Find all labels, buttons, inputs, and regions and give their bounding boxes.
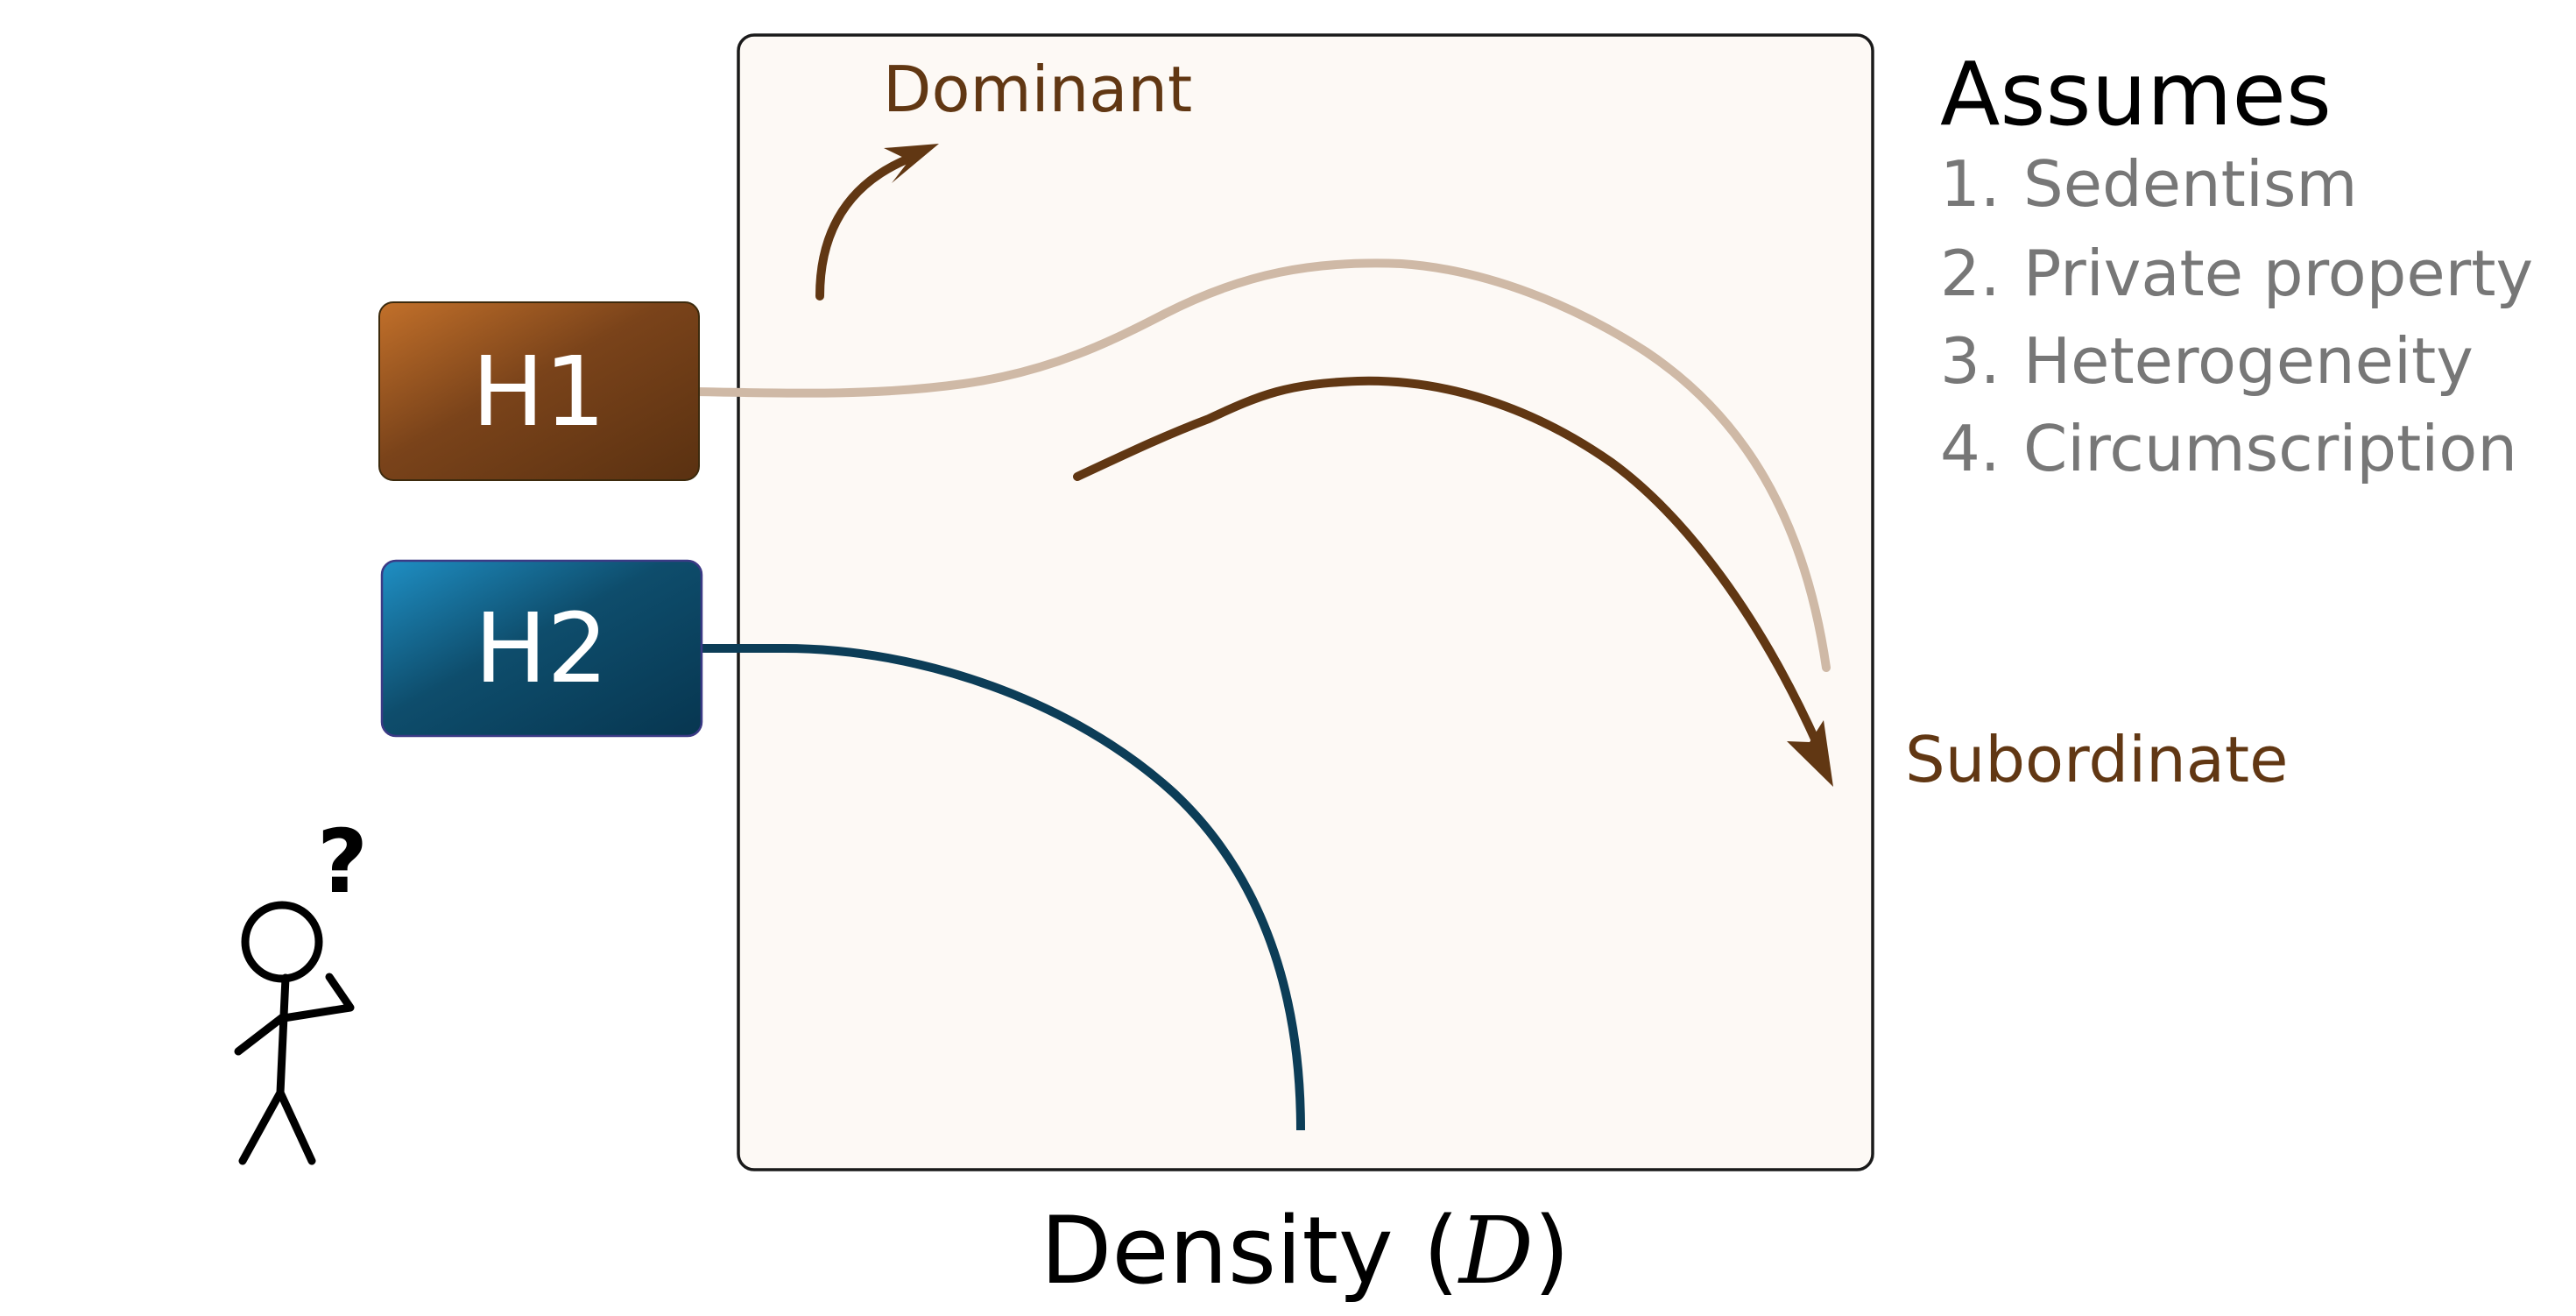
h2-box xyxy=(380,559,703,738)
assumes-title: Assumes xyxy=(1940,43,2332,145)
h1-box xyxy=(378,301,700,481)
h1-label: H1 xyxy=(472,336,606,448)
subordinate-arrow-shaft xyxy=(1073,376,1822,749)
h2-label: H2 xyxy=(475,592,609,704)
assumes-item-text: Heterogeneity xyxy=(2023,324,2474,398)
x-axis-label-close: ) xyxy=(1534,1197,1570,1305)
assumes-item-number: 1. xyxy=(1940,147,2001,221)
dominant-arrowhead xyxy=(884,144,939,183)
stick-figure-body xyxy=(234,973,355,1165)
h2-curve xyxy=(698,644,1305,1131)
dominant-arrow-shaft xyxy=(815,153,915,301)
assumes-item-text: Circumscription xyxy=(2023,412,2517,485)
x-axis-label-text: Density ( xyxy=(1041,1197,1459,1305)
x-axis-variable: D xyxy=(1457,1197,1534,1305)
subordinate-label: Subordinate xyxy=(1905,723,2288,796)
assumes-item-number: 4. xyxy=(1940,412,2001,485)
subordinate-arrowhead xyxy=(1787,720,1833,787)
stick-figure-head xyxy=(241,901,323,983)
assumes-item-number: 2. xyxy=(1940,237,2001,310)
assumes-item-text: Sedentism xyxy=(2023,147,2358,221)
thinking-stick-figure-icon: ? xyxy=(234,810,368,1165)
dominant-label: Dominant xyxy=(883,53,1192,126)
assumes-item-text: Private property xyxy=(2023,237,2533,310)
x-axis-label: Density (D) xyxy=(1041,1197,1570,1305)
question-mark-icon: ? xyxy=(317,810,368,913)
h1-curve xyxy=(694,258,1831,672)
assumes-item-number: 3. xyxy=(1940,324,2001,398)
plot-panel xyxy=(737,33,1874,1171)
assumes-list: 1. Sedentism 2. Private property 3. Hete… xyxy=(1940,147,2533,485)
